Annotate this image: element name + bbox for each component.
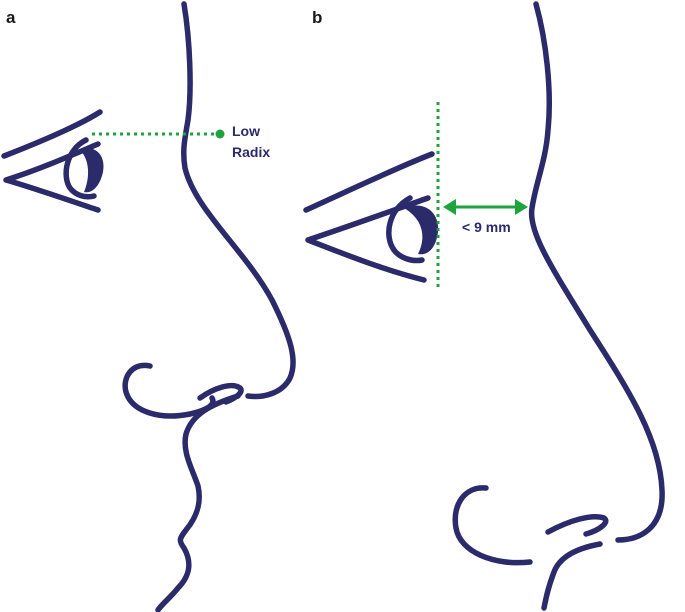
panel-b-letter: b	[312, 8, 322, 27]
panel-b-arrow-head-left-icon	[443, 199, 456, 215]
panel-a-radix-marker-dot	[215, 129, 225, 139]
panel-b-eye-outline	[305, 195, 431, 283]
panel-b: b < 9 mm	[303, 1, 665, 611]
panel-a-annotation-line-1: Low	[232, 123, 260, 139]
panel-a-nostril	[122, 362, 216, 419]
panel-a-annotation-line-2: Radix	[232, 144, 270, 160]
panel-b-nostril	[452, 485, 533, 566]
panel-b-face-profile	[528, 1, 665, 611]
panel-a-eye-socket-curve	[63, 137, 97, 200]
panel-a-upper-lid-line	[1, 109, 103, 159]
panel-a-annotation: Low Radix	[232, 123, 270, 160]
panel-a: a Low Radix	[1, 1, 296, 612]
panel-b-alar-rim	[545, 514, 609, 537]
panel-a-letter: a	[6, 8, 16, 27]
panel-b-distance-arrow	[443, 199, 528, 215]
panel-b-arrow-head-right-icon	[515, 199, 528, 215]
panel-a-eye-outline	[3, 141, 101, 213]
panel-b-upper-lid-line	[303, 151, 435, 213]
panel-a-alar-rim	[197, 382, 244, 405]
panel-a-face-profile	[155, 1, 296, 612]
panel-b-eye-socket-curve	[386, 195, 425, 264]
panel-b-annotation: < 9 mm	[462, 219, 511, 235]
panel-a-iris-icon	[80, 148, 104, 193]
panel-b-iris-icon	[404, 205, 439, 255]
